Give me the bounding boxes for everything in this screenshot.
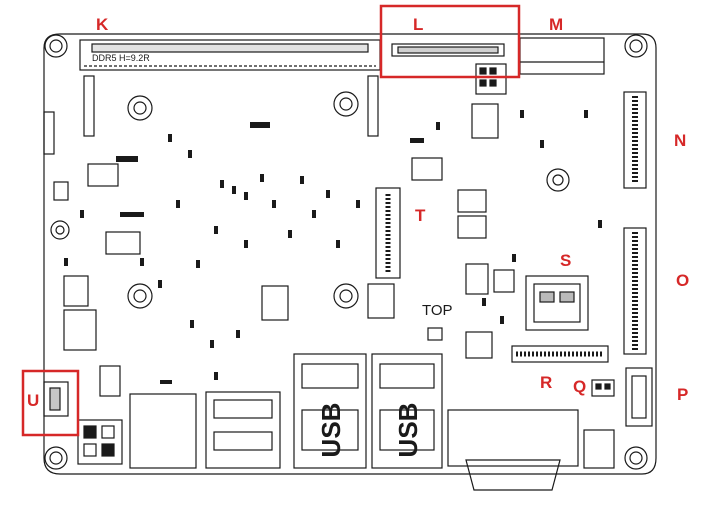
svg-text:USB: USB	[316, 403, 346, 458]
usb3-stack-1: USB	[293, 353, 367, 469]
connector-t	[375, 187, 401, 279]
header-n	[623, 91, 647, 189]
passive-components	[64, 110, 602, 384]
callout-p: P	[677, 385, 689, 404]
m2-connector-l	[391, 43, 507, 95]
ddr5-sodimm-socket	[79, 39, 381, 137]
header-q	[591, 379, 615, 397]
com-port	[447, 409, 579, 491]
connector-p	[625, 367, 653, 427]
power-connector	[77, 419, 123, 465]
chips	[53, 103, 515, 397]
highlight-box-u	[21, 369, 80, 437]
callout-n: N	[674, 131, 687, 150]
connector-u	[43, 381, 69, 417]
board-outline	[43, 33, 657, 475]
svg-text:USB: USB	[393, 403, 423, 458]
left-edge-header	[43, 111, 55, 155]
callout-m: M	[549, 15, 564, 34]
sim-slot-s	[525, 275, 589, 331]
callout-l: L	[413, 15, 424, 34]
top-silkscreen: TOP	[422, 302, 453, 319]
header-o	[623, 227, 647, 355]
callout-r: R	[540, 373, 553, 392]
callout-t: T	[415, 206, 426, 225]
lan-jack	[129, 393, 197, 469]
usb3-stack-2: USB	[371, 353, 443, 469]
callout-q: Q	[573, 377, 587, 396]
mounting-holes	[44, 34, 648, 470]
connector-r	[511, 345, 609, 363]
highlight-box-l	[379, 4, 521, 79]
callout-s: S	[560, 251, 572, 270]
connector-m	[519, 37, 605, 75]
dimm-silkscreen: DDR5 H=9.2R	[92, 53, 150, 63]
usb-a-stack	[205, 391, 281, 469]
callout-o: O	[676, 271, 690, 290]
callout-u: U	[27, 391, 40, 410]
callout-k: K	[96, 15, 109, 34]
small-module	[583, 429, 615, 469]
